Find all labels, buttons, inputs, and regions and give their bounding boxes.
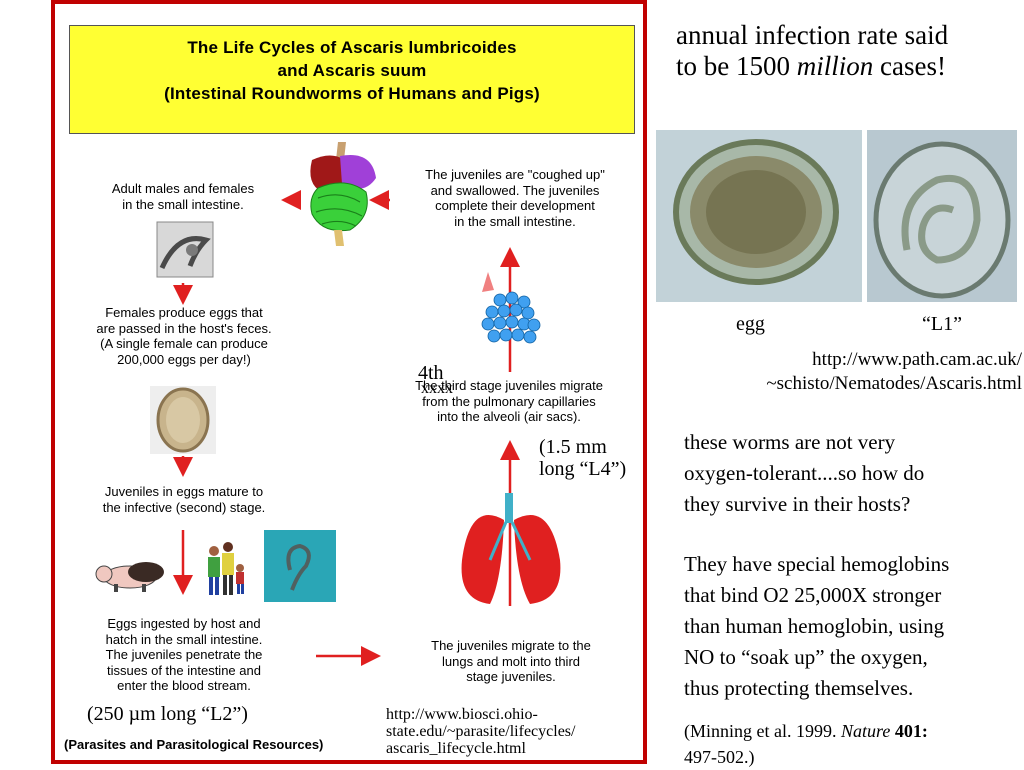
step-capillaries-text: The third stage juveniles migrate from t…	[415, 378, 603, 424]
annotation-l2: (250 µm long “L2”)	[87, 703, 248, 725]
diagram-graphics	[95, 142, 561, 666]
human-family-image	[208, 542, 244, 595]
citation: (Minning et al. 1999. Nature 401: 497-50…	[684, 721, 928, 767]
juvenile-l2-photo	[264, 530, 336, 602]
lungs-image	[461, 493, 561, 604]
step-lungs-text: The juveniles migrate to the lungs and m…	[431, 638, 591, 684]
step-mature-text: Juveniles in eggs mature to the infectiv…	[102, 484, 266, 515]
l1-micrograph	[867, 130, 1017, 302]
title-line-2: and Ascaris suum	[277, 61, 427, 80]
step-ingested-text: Eggs ingested by host and hatch in the s…	[105, 616, 263, 693]
diagram-title-box: The Life Cycles of Ascaris lumbricoides …	[69, 25, 635, 134]
step-eggs-text: Females produce eggs that are passed in …	[96, 305, 272, 367]
annotation-l4: (1.5 mm long “L4”)	[539, 436, 627, 480]
egg-photo	[150, 386, 216, 454]
alveoli-cluster-image	[481, 272, 541, 344]
url-cam[interactable]: http://www.path.cam.ac.uk/ ~schisto/Nema…	[766, 349, 1022, 394]
step-coughed-text: The juveniles are "coughed up" and swall…	[425, 167, 605, 229]
label-l1: “L1”	[922, 313, 962, 335]
annotation-xxxx: xxxx	[421, 380, 453, 397]
annotation-4th: 4th	[418, 362, 444, 384]
step-adult-text: Adult males and females in the small int…	[111, 181, 255, 212]
adult-worm-photo	[156, 221, 214, 278]
answer-text: They have special hemoglobins that bind …	[684, 552, 950, 700]
title-line-3: (Intestinal Roundworms of Humans and Pig…	[164, 84, 540, 103]
label-egg: egg	[736, 313, 765, 335]
question-text: these worms are not very oxygen-tolerant…	[684, 430, 925, 516]
title-line-1: The Life Cycles of Ascaris lumbricoides	[187, 38, 517, 57]
infection-rate-text: annual infection rate said to be 1500 mi…	[676, 20, 949, 81]
egg-micrograph	[656, 130, 862, 302]
diagram-source: (Parasites and Parasitological Resources…	[64, 737, 324, 752]
pig-image	[95, 562, 164, 592]
url-osu[interactable]: http://www.biosci.ohio- state.edu/~paras…	[386, 706, 576, 757]
digestive-system-image	[310, 142, 376, 246]
